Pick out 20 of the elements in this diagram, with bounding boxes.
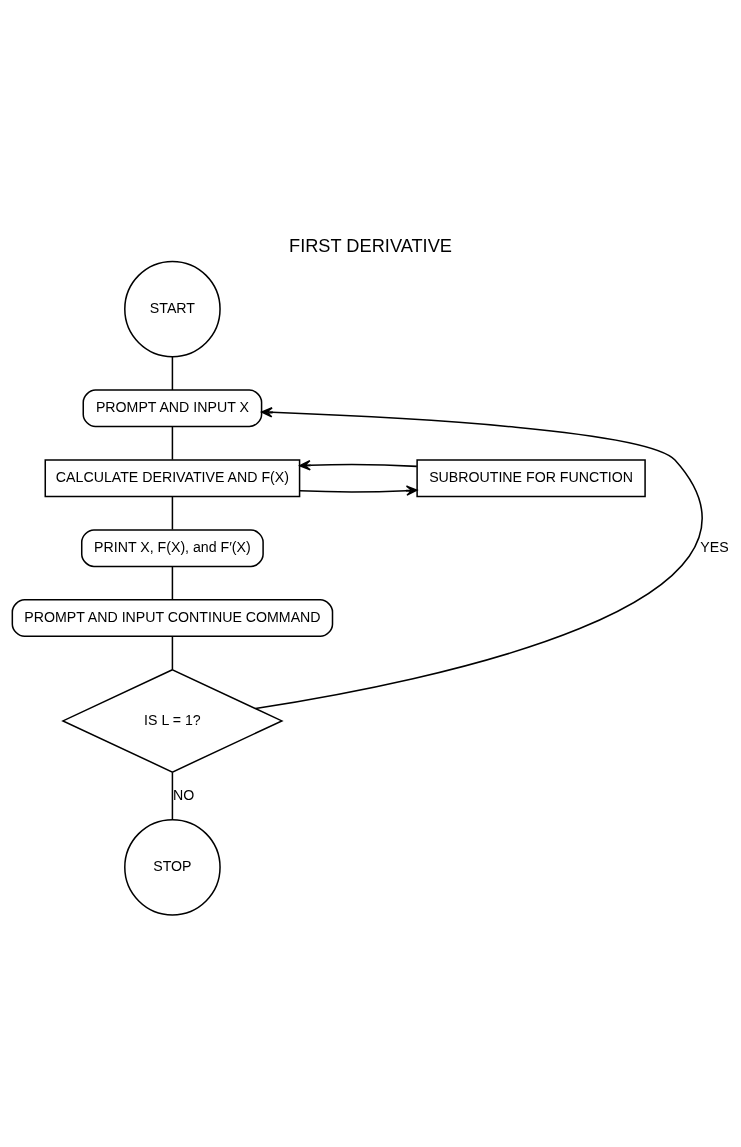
diagram-title: FIRST DERIVATIVE <box>289 234 452 256</box>
node-box: CALCULATE DERIVATIVE AND F(X) <box>44 458 301 497</box>
connector <box>171 771 174 820</box>
edge-label: NO <box>172 786 195 803</box>
connector <box>171 355 174 391</box>
node-box: PROMPT AND INPUT CONTINUE COMMAND <box>11 598 334 637</box>
connector <box>171 565 174 600</box>
node-box: PROMPT AND INPUT X <box>82 388 263 427</box>
arrow <box>299 459 418 471</box>
connector <box>171 635 174 670</box>
node-box: SUBROUTINE FOR FUNCTION <box>416 458 646 497</box>
node-circle: START <box>124 260 221 357</box>
arrow <box>299 484 418 496</box>
node-diamond: IS L = 1? <box>61 668 284 773</box>
connector <box>171 425 174 460</box>
connector <box>171 495 174 530</box>
node-circle: STOP <box>124 818 221 916</box>
arrow <box>254 406 703 709</box>
node-box: PRINT X, F(X), and F′(X) <box>80 528 264 567</box>
edge-label: YES <box>700 538 729 555</box>
